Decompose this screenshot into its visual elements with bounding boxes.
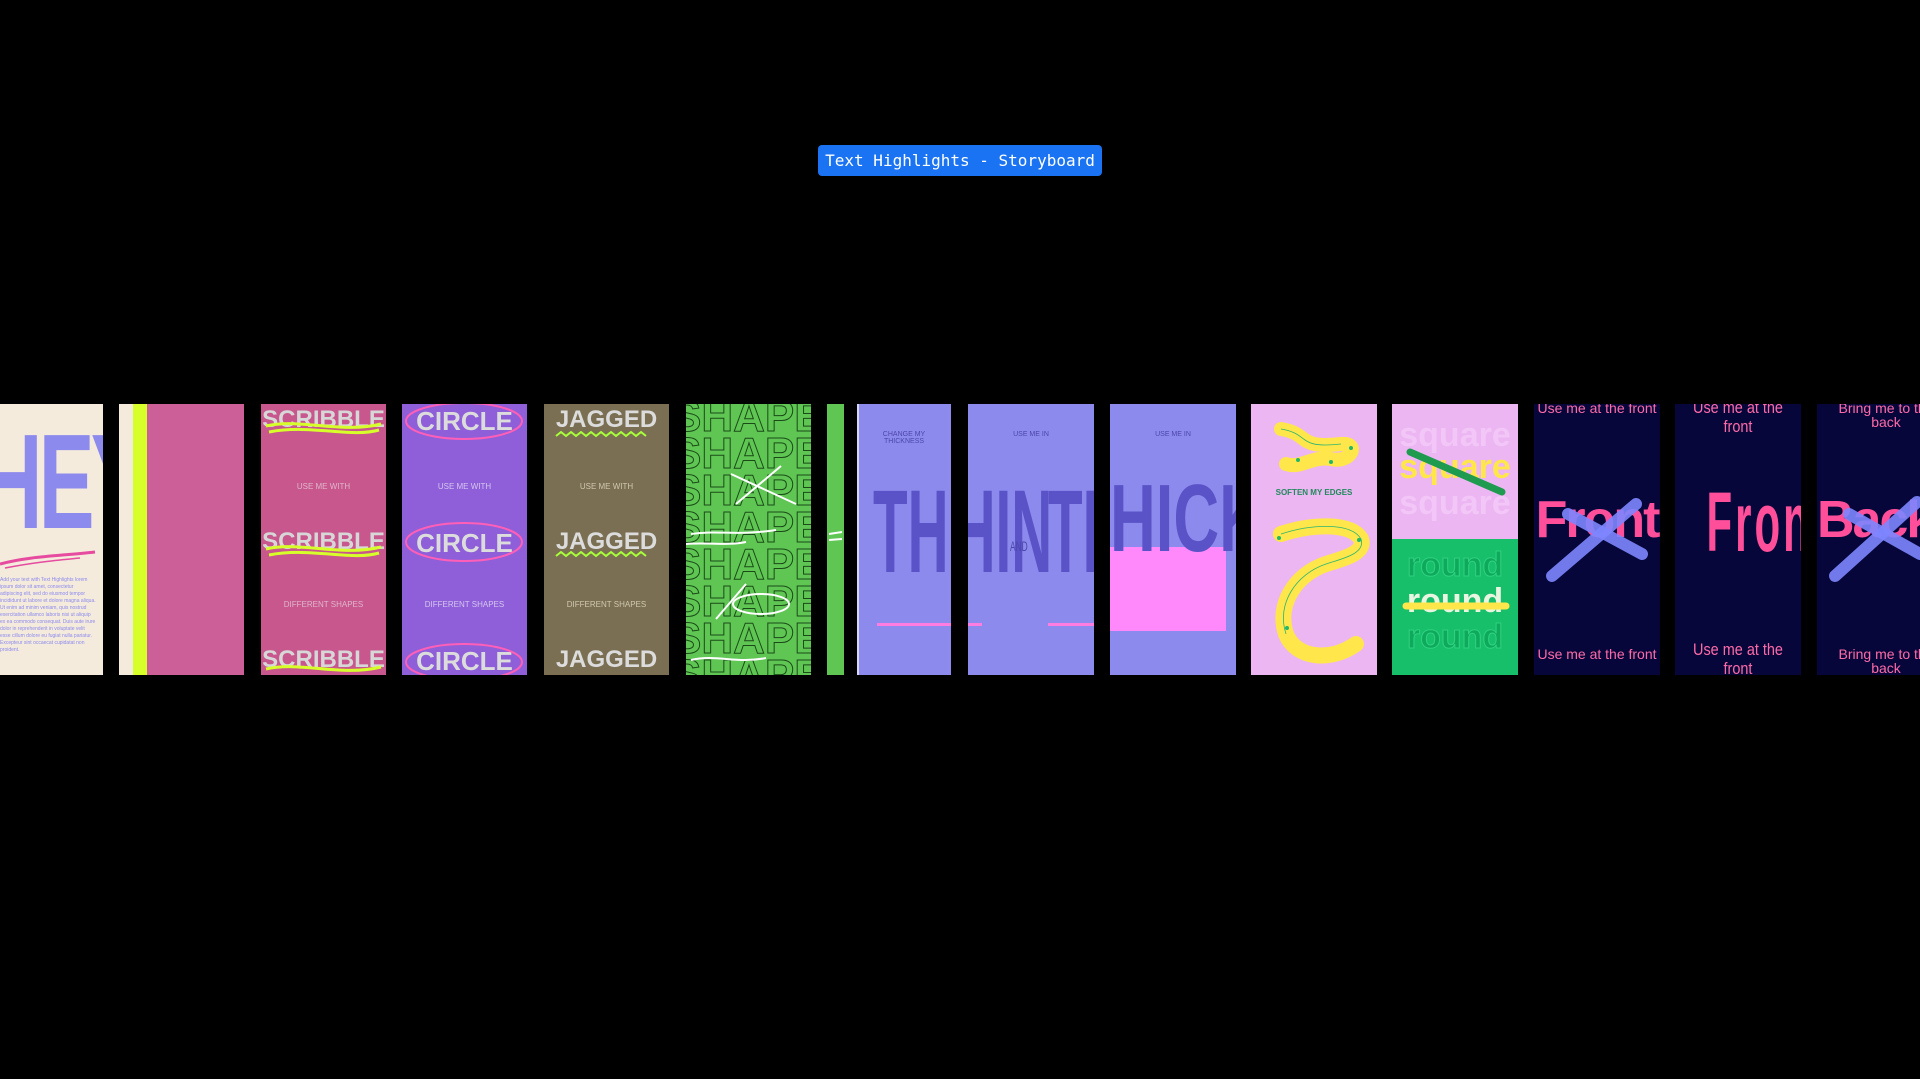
- scribble-caption-1: USE ME WITH: [296, 482, 351, 491]
- anchor-point-icon: [1285, 626, 1289, 630]
- frame-color-block[interactable]: [119, 404, 244, 675]
- back-top-text: Bring me to the back: [1838, 404, 1920, 430]
- jagged-caption-1: USE ME WITH: [579, 482, 634, 491]
- and-thick-caption: USE ME IN: [1013, 431, 1049, 438]
- chalk-marks-icon: [828, 531, 843, 541]
- front-bottom-text: Use me at the front: [1537, 646, 1657, 662]
- shapes-word-stack: SHAPES SHAPES SHAPES SHAPES SHAPES SHAPE…: [686, 404, 811, 675]
- frame-thin[interactable]: CHANGE MY THICKNESS THIN: [857, 404, 951, 675]
- cream-stripe: [119, 404, 133, 675]
- front2-bottom-text: Use me at the front: [1693, 640, 1783, 675]
- anchor-point-icon: [1296, 458, 1300, 462]
- frame-scribble[interactable]: SCRIBBLE USE ME WITH SCRIBBLE DIFFERENT …: [261, 404, 386, 675]
- back-bottom-text: Bring me to the back: [1838, 646, 1920, 675]
- circle-word-top: CIRCLE: [416, 406, 513, 436]
- round-word-ghost: round: [1406, 546, 1504, 585]
- frame-circle[interactable]: CIRCLE USE ME WITH CIRCLE DIFFERENT SHAP…: [402, 404, 527, 675]
- board-title-tag[interactable]: Text Highlights - Storyboard: [818, 145, 1102, 176]
- circle-caption-2: DIFFERENT SHAPES: [424, 600, 505, 609]
- thick-highlight-block: [1110, 547, 1226, 631]
- hey-headline: HEY: [0, 406, 103, 557]
- frame-back[interactable]: Bring me to the back Back Bring me to th…: [1817, 404, 1920, 675]
- anchor-point-icon: [1277, 536, 1281, 540]
- thick-caption: USE ME IN: [1155, 431, 1191, 438]
- round-word-ghost-2: round: [1406, 618, 1504, 657]
- front-top-text: Use me at the front: [1537, 404, 1657, 416]
- frame-shapes[interactable]: SHAPES SHAPES SHAPES SHAPES SHAPES SHAPE…: [686, 404, 811, 675]
- jagged-caption-2: DIFFERENT SHAPES: [566, 600, 647, 609]
- front2-top-text: Use me at the front: [1693, 404, 1783, 436]
- cross-out-icon: [1546, 498, 1648, 582]
- frame-square-round[interactable]: square square square round round round: [1392, 404, 1518, 675]
- circle-word-bottom: CIRCLE: [416, 646, 513, 675]
- and-label: AND: [1010, 538, 1028, 554]
- frame-hey[interactable]: HEY Add your text with Text Highlights l…: [0, 404, 103, 675]
- frame-front-2[interactable]: Use me at the front Front Use me at the …: [1675, 404, 1801, 675]
- scribble-highlight-icon: [265, 422, 382, 672]
- thin-word: THIN: [873, 466, 951, 598]
- anchor-point-icon: [1357, 538, 1361, 542]
- frame-front-1[interactable]: Use me at the front Front Use me at the …: [1534, 404, 1660, 675]
- circle-outline-icon: [405, 404, 523, 675]
- circle-caption-1: USE ME WITH: [437, 482, 492, 491]
- jagged-word-bottom: JAGGED: [555, 646, 658, 673]
- thick-word-start: TH: [1048, 466, 1094, 598]
- scribble-caption-2: DIFFERENT SHAPES: [283, 600, 364, 609]
- hey-body-text: Add your text with Text Highlights lorem…: [0, 577, 96, 653]
- thick-highlight-start: [1048, 623, 1094, 626]
- circle-word-mid: CIRCLE: [416, 528, 513, 558]
- jagged-word-mid: JAGGED: [555, 528, 658, 555]
- soften-caption: SOFTEN MY EDGES: [1275, 488, 1353, 497]
- chalk-marks-icon: [686, 465, 797, 661]
- thin-highlight-tail: [968, 623, 982, 626]
- thin-caption: CHANGE MY THICKNESS: [882, 431, 926, 445]
- frame-and-thick[interactable]: USE ME IN THIN AND TH: [968, 404, 1094, 675]
- frame-shapes-sliver[interactable]: [827, 404, 844, 675]
- zigzag-underline-icon: [555, 430, 647, 558]
- scribble-word-top: SCRIBBLE: [262, 406, 385, 433]
- thick-word: HICK: [1110, 465, 1236, 572]
- anchor-point-icon: [1329, 460, 1333, 464]
- anchor-point-icon: [1349, 446, 1353, 450]
- frame-soften-edges[interactable]: SOFTEN MY EDGES: [1251, 404, 1377, 675]
- underline-scribble-icon: [0, 550, 96, 569]
- highlight-strikes-icon: [1402, 448, 1510, 610]
- round-word: round: [1406, 582, 1504, 620]
- front2-word: Front: [1706, 475, 1802, 569]
- thin-word-tail: THIN: [968, 466, 1053, 598]
- square-word-ghost: square: [1399, 416, 1511, 454]
- frame-jagged[interactable]: JAGGED USE ME WITH JAGGED DIFFERENT SHAP…: [544, 404, 669, 675]
- lime-stripe: [133, 404, 147, 675]
- thin-highlight-bar: [877, 623, 951, 626]
- thin-left-edge: [857, 404, 859, 675]
- frame-thick[interactable]: USE ME IN HICK: [1110, 404, 1236, 675]
- cross-out-icon: [1829, 496, 1920, 582]
- jagged-word-top: JAGGED: [555, 406, 658, 433]
